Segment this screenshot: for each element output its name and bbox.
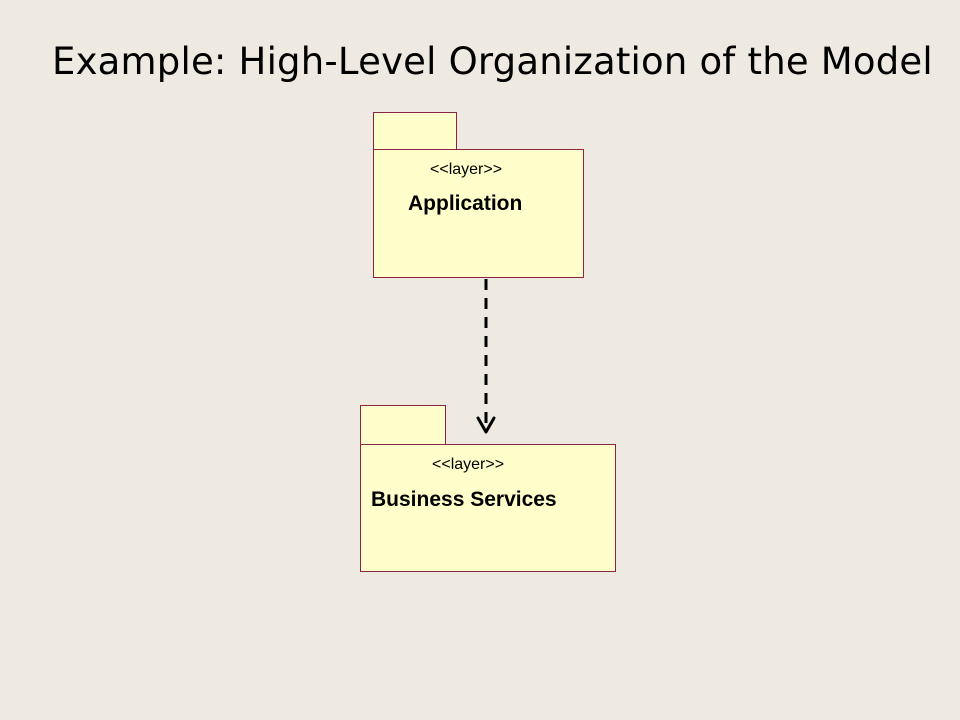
package-body — [360, 444, 616, 572]
package-name: Application — [408, 192, 523, 215]
package-tab — [360, 405, 446, 445]
package-name: Business Services — [371, 488, 557, 511]
slide-title: Example: High-Level Organization of the … — [52, 40, 933, 83]
package-stereotype: <<layer>> — [432, 456, 505, 473]
arrowhead — [476, 416, 496, 434]
package-body — [373, 149, 584, 278]
package-stereotype: <<layer>> — [430, 161, 503, 178]
package-tab — [373, 112, 457, 150]
